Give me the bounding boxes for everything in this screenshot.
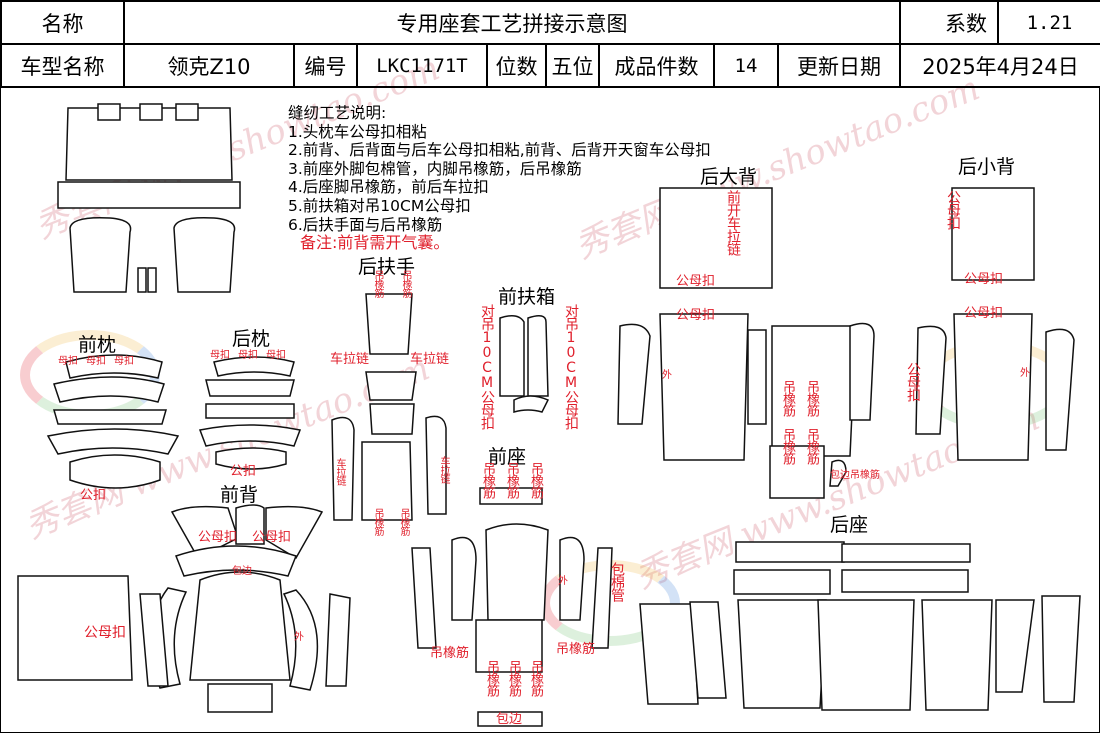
note-remark: 备注:前背需开气囊。	[300, 233, 450, 253]
annotation-cotton-tube: 包棉管	[609, 562, 625, 601]
seats-label: 位数	[486, 43, 547, 88]
annotation-female-button: 母扣	[266, 350, 286, 361]
annotation-male-female-button: 公母扣	[676, 274, 716, 289]
note-item: 1.头枕车公母扣相粘	[288, 122, 427, 141]
section-title-rear-big-back: 后大背	[700, 166, 758, 188]
rear-small-back-pieces	[915, 187, 1075, 461]
annotation-hang-elastic: 吊橡筋	[506, 660, 521, 696]
annotation-hang-elastic: 吊橡筋	[804, 428, 819, 464]
sewing-notes: 缝纫工艺说明: 1.头枕车公母扣相粘 2.前背、后背面与后车公母扣相粘,前背、后…	[288, 104, 711, 253]
coef-label: 系数	[899, 0, 999, 45]
annotation-hang-elastic: 吊橡筋	[398, 508, 409, 535]
annotation-female-button: 母扣	[210, 350, 230, 361]
front-seat-pieces	[411, 487, 613, 727]
annotation-male-female-button: 公母扣	[676, 308, 716, 323]
annotation-hang-elastic: 吊橡筋	[372, 270, 383, 297]
annotation-car-zipper: 车拉链	[410, 352, 450, 367]
section-title-rear-seat: 后座	[830, 514, 869, 536]
seat-thumbnail	[57, 103, 241, 293]
annotation-car-zipper: 车拉链	[334, 458, 345, 485]
rear-big-back-pieces	[617, 187, 875, 499]
annotation-car-zipper: 车拉链	[438, 456, 449, 483]
date-label: 更新日期	[777, 43, 901, 88]
code-label: 编号	[293, 43, 358, 88]
annotation-female-button: 母扣	[58, 356, 78, 367]
annotation-female-button: 母扣	[238, 350, 258, 361]
annotation-outer: 外	[294, 632, 304, 643]
model-value: 领克Z10	[123, 43, 295, 88]
annotation-male-female-button: 公母扣	[198, 530, 238, 545]
note-item: 3.前座外脚包棉管，内脚吊橡筋，后吊橡筋	[288, 159, 582, 178]
pattern-pieces	[17, 103, 1081, 727]
annotation-male-button: 公扣	[230, 464, 257, 479]
annotation-hang-10cm: 对吊10CM公母扣	[563, 304, 579, 429]
model-label: 车型名称	[0, 43, 125, 88]
annotation-hang-elastic: 吊橡筋	[804, 380, 819, 416]
annotation-male-button: 公扣	[80, 488, 107, 503]
annotation-hang-elastic: 吊橡筋	[484, 660, 499, 696]
annotation-front-zipper: 前开车拉链	[725, 190, 741, 255]
note-item: 6.后扶手面与后吊橡筋	[288, 215, 443, 234]
note-item: 2.前背、后背面与后车公母扣相粘,前背、后背开天窗车公母扣	[288, 141, 711, 160]
section-title-front-seat: 前座	[488, 446, 527, 468]
header-table: 名称 专用座套工艺拼接示意图 系数 1.21 车型名称 领克Z10 编号 LKC…	[0, 0, 1100, 88]
notes-heading: 缝纫工艺说明:	[288, 104, 387, 122]
annotation-edge-hang-elastic: 包边吊橡筋	[830, 470, 880, 481]
annotation-male-female-button: 公母扣	[964, 272, 1004, 287]
section-title-front-headrest: 前枕	[78, 334, 117, 356]
front-back-pieces	[17, 504, 351, 713]
annotation-male-female-button: 公母扣	[964, 306, 1004, 321]
annotation-hang-elastic: 吊橡筋	[504, 462, 519, 498]
section-title-front-back: 前背	[220, 484, 259, 506]
annotation-edge-binding: 包边	[496, 712, 523, 727]
annotation-edge-binding: 包边	[232, 566, 252, 577]
annotation-hang-elastic: 吊橡筋	[780, 380, 795, 416]
section-title-front-console: 前扶箱	[498, 286, 556, 308]
annotation-hang-elastic: 吊橡筋	[430, 646, 470, 661]
annotation-hang-10cm: 对吊10CM公母扣	[479, 304, 495, 429]
annotation-outer: 外	[662, 370, 672, 381]
coef-value: 1.21	[997, 0, 1100, 45]
front-headrest-pieces	[46, 354, 180, 489]
rear-armrest-pieces	[331, 293, 447, 521]
rear-seat-pieces	[639, 541, 1081, 711]
annotation-car-zipper: 车拉链	[330, 352, 370, 367]
note-item: 5.前扶箱对吊10CM公母扣	[288, 196, 471, 215]
annotation-male-female-button: 公母扣	[84, 625, 126, 641]
annotation-hang-elastic: 吊橡筋	[556, 642, 596, 657]
pieces-value: 14	[713, 43, 779, 88]
annotation-male-female-button: 公母扣	[945, 190, 961, 229]
annotation-hang-elastic: 吊橡筋	[780, 428, 795, 464]
annotation-male-female-button: 公母扣	[905, 362, 921, 401]
section-title-rear-armrest: 后扶手	[358, 256, 416, 278]
rear-headrest-pieces	[198, 356, 302, 470]
section-title-rear-headrest: 后枕	[232, 328, 271, 350]
code-value: LKC1171T	[356, 43, 488, 88]
name-label: 名称	[0, 0, 125, 45]
front-console-pieces	[499, 315, 550, 413]
section-title-rear-small-back: 后小背	[958, 156, 1016, 178]
annotation-hang-elastic: 吊橡筋	[528, 462, 543, 498]
annotation-female-button: 母扣	[114, 356, 134, 367]
annotation-hang-elastic: 吊橡筋	[372, 508, 383, 535]
annotation-female-button: 母扣	[86, 356, 106, 367]
annotation-outer: 外	[1020, 368, 1030, 379]
date-value: 2025年4月24日	[899, 43, 1100, 88]
note-item: 4.后座脚吊橡筋，前后车拉扣	[288, 178, 489, 197]
annotation-hang-elastic: 吊橡筋	[480, 462, 495, 498]
seats-value: 五位	[545, 43, 600, 88]
annotation-male-female-button: 公母扣	[252, 530, 292, 545]
annotation-hang-elastic: 吊橡筋	[400, 270, 411, 297]
annotation-outer: 外	[558, 576, 568, 587]
diagram-title: 专用座套工艺拼接示意图	[123, 0, 901, 45]
pieces-label: 成品件数	[598, 43, 715, 88]
annotation-hang-elastic: 吊橡筋	[528, 660, 543, 696]
